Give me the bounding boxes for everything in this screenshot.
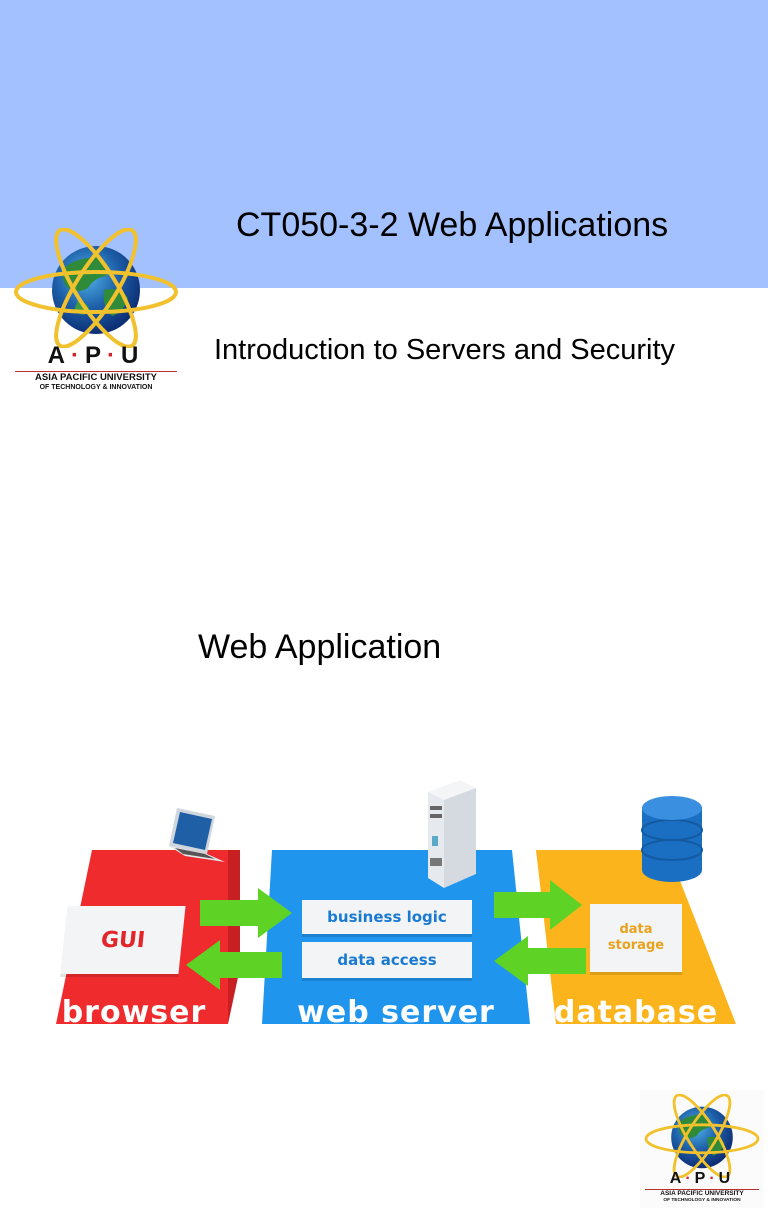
acronym-p: P: [84, 342, 107, 369]
data-access-card: data access: [302, 942, 472, 978]
separator-dot: ·: [709, 1170, 719, 1187]
laptop-icon: [169, 808, 225, 862]
acronym-a: A: [47, 342, 71, 369]
gui-card: GUI: [60, 906, 186, 974]
lecture-subtitle: Introduction to Servers and Security: [214, 334, 676, 366]
university-name: ASIA PACIFIC UNIVERSITY: [660, 1190, 744, 1197]
arrow-left-database-to-server-icon: [494, 936, 586, 986]
acronym-a: A: [669, 1170, 686, 1187]
globe-atom-icon: [644, 1094, 760, 1178]
apu-logo-small: A·P·U ASIA PACIFIC UNIVERSITY OF TECHNOL…: [640, 1090, 764, 1208]
arrow-left-server-to-browser-icon: [186, 940, 282, 990]
web-server-plate: [262, 850, 530, 1024]
server-tower-icon: [428, 780, 476, 888]
database-cylinder-icon: [641, 796, 703, 882]
tier-web-server: business logic data access web server: [262, 848, 530, 1030]
arrow-right-browser-to-server-icon: [200, 888, 292, 938]
acronym-u: U: [121, 342, 145, 369]
browser-label: browser: [61, 995, 207, 1030]
slide-title: Web Application: [198, 628, 442, 666]
logo-divider: [15, 371, 177, 372]
separator-dot: ·: [107, 342, 121, 369]
separator-dot: ·: [685, 1170, 695, 1187]
tier-database: data storage database: [536, 848, 736, 1030]
web-app-architecture-diagram: GUI browser business logic data access w…: [0, 768, 768, 1030]
university-tagline: OF TECHNOLOGY & INNOVATION: [663, 1198, 741, 1203]
apu-acronym: A·P·U: [8, 342, 184, 370]
header-band: [0, 0, 768, 288]
title-slide: CT050-3-2 Web Applications Introduction …: [0, 0, 768, 512]
course-title: CT050-3-2 Web Applications: [236, 206, 669, 244]
content-slide: Web Application A·P·U ASIA PACIFIC UNIVE…: [0, 512, 768, 1208]
university-name: ASIA PACIFIC UNIVERSITY: [35, 372, 157, 383]
apu-acronym: A·P·U: [640, 1170, 764, 1188]
acronym-u: U: [718, 1170, 735, 1187]
separator-dot: ·: [70, 342, 85, 369]
arrow-right-server-to-database-icon: [494, 880, 582, 930]
globe-atom-icon: [14, 228, 178, 348]
data-storage-card: data storage: [590, 904, 682, 972]
apu-logo: A·P·U ASIA PACIFIC UNIVERSITY OF TECHNOL…: [8, 228, 184, 396]
university-tagline: OF TECHNOLOGY & INNOVATION: [39, 384, 153, 391]
acronym-p: P: [694, 1170, 710, 1187]
business-logic-card: business logic: [302, 900, 472, 934]
web-server-label: web server: [297, 995, 495, 1030]
database-label: database: [553, 995, 719, 1030]
